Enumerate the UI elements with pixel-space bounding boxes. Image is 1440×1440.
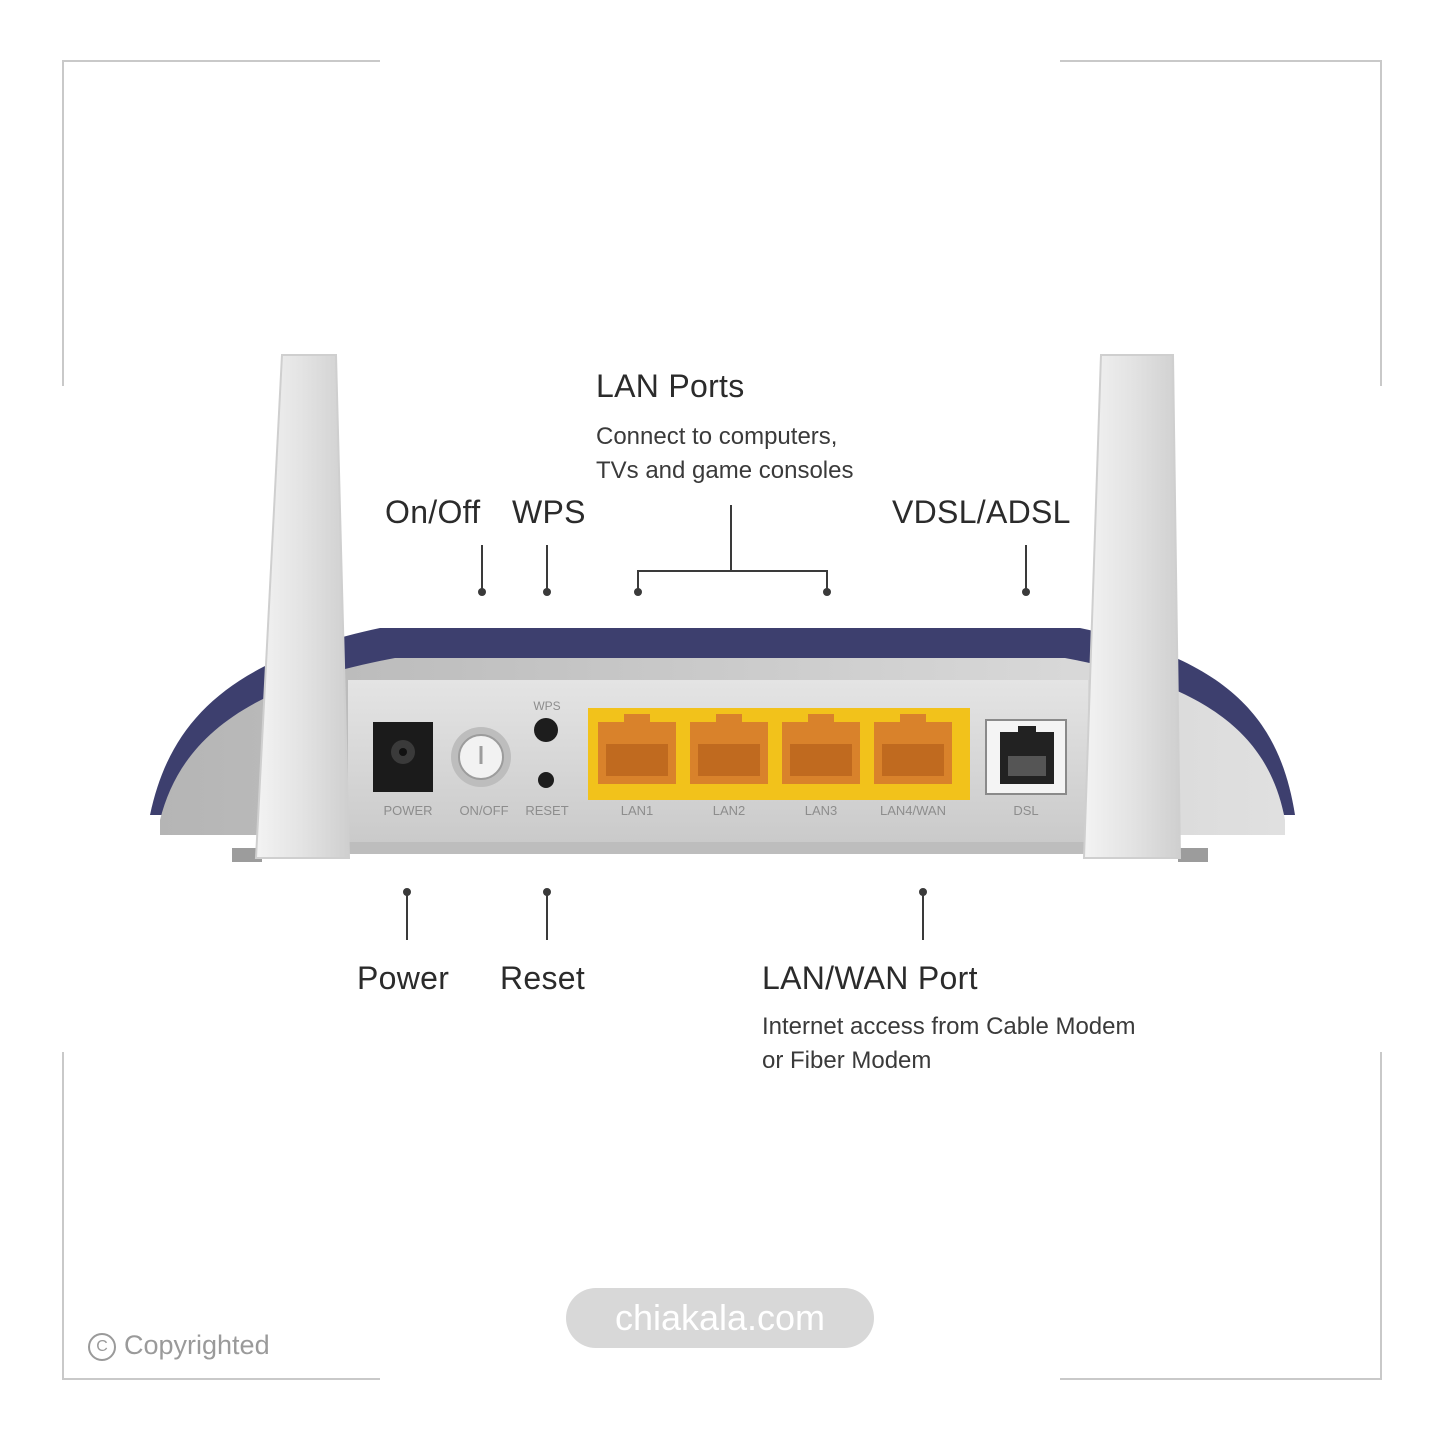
antenna-right [1082, 354, 1182, 859]
panel-label-lan4-wan: LAN4/WAN [880, 803, 946, 818]
vdsl-adsl-label: VDSL/ADSL [892, 494, 1071, 530]
panel-label-lan2: LAN2 [713, 803, 746, 818]
on-off-label: On/Off [385, 494, 481, 530]
lan-ports-leader-left [637, 570, 639, 592]
on-off-dot [478, 588, 486, 596]
lan-wan-description-line-1: Internet access from Cable Modem [762, 1013, 1136, 1040]
lan-ports-leader-bar [637, 570, 828, 572]
lan-ports-description: Connect to computers, TVs and game conso… [596, 420, 853, 488]
panel-label-reset: RESET [525, 803, 568, 818]
panel-ridge [348, 842, 1088, 854]
copyright-icon: C [88, 1332, 116, 1361]
lan-wan-description-line-2: or Fiber Modem [762, 1047, 932, 1074]
panel-label-lan3: LAN3 [805, 803, 838, 818]
lan-wan-port-description: Internet access from Cable Modem or Fibe… [762, 1010, 1136, 1078]
copyright-text: Copyrighted [124, 1330, 270, 1360]
lan-ports-leader-right [826, 570, 828, 592]
panel-label-on-off: ON/OFF [459, 803, 508, 818]
wps-label: WPS [512, 494, 586, 530]
panel-label-lan1: LAN1 [621, 803, 654, 818]
lan-ports-title: LAN Ports [596, 368, 745, 404]
power-label: Power [357, 960, 450, 996]
lan-port-2 [690, 714, 768, 784]
panel-label-wps: WPS [533, 699, 560, 713]
lan-wan-port [874, 714, 952, 784]
lan-port-1 [598, 714, 676, 784]
lan-ports-dot-left [634, 588, 642, 596]
foot-left [232, 848, 262, 862]
power-leader [406, 892, 408, 940]
reset-hole [538, 772, 554, 788]
frame-top-right-vertical [1380, 60, 1382, 386]
lan-ports-description-line-1: Connect to computers, [596, 423, 838, 450]
wps-dot [543, 588, 551, 596]
antenna-left [254, 354, 351, 859]
frame-top-right [1060, 60, 1382, 62]
vdsl-adsl-leader [1025, 545, 1027, 590]
reset-label: Reset [500, 960, 586, 996]
frame-top-left [62, 60, 380, 62]
panel-label-dsl: DSL [1013, 803, 1038, 818]
vdsl-adsl-dot [1022, 588, 1030, 596]
lan-ports-leader-stem [730, 505, 732, 572]
lan-wan-port-title: LAN/WAN Port [762, 960, 978, 996]
foot-right [1178, 848, 1208, 862]
frame-bottom-right-vertical [1380, 1052, 1382, 1380]
wps-leader [546, 545, 548, 590]
lan-wan-leader [922, 892, 924, 940]
frame-bottom-left [62, 1378, 380, 1380]
lan-ports-description-line-2: TVs and game consoles [596, 457, 854, 484]
reset-leader [546, 892, 548, 940]
frame-bottom-left-vertical [62, 1052, 64, 1380]
lan-port-3 [782, 714, 860, 784]
on-off-leader [481, 545, 483, 590]
lan-ports-dot-right [823, 588, 831, 596]
frame-top-left-vertical [62, 60, 64, 386]
copyright-notice: C Copyrighted [88, 1330, 270, 1361]
panel-label-power: POWER [383, 803, 432, 818]
watermark-badge: chiakala.com [566, 1288, 874, 1348]
frame-bottom-right [1060, 1378, 1382, 1380]
wps-button [534, 718, 558, 742]
